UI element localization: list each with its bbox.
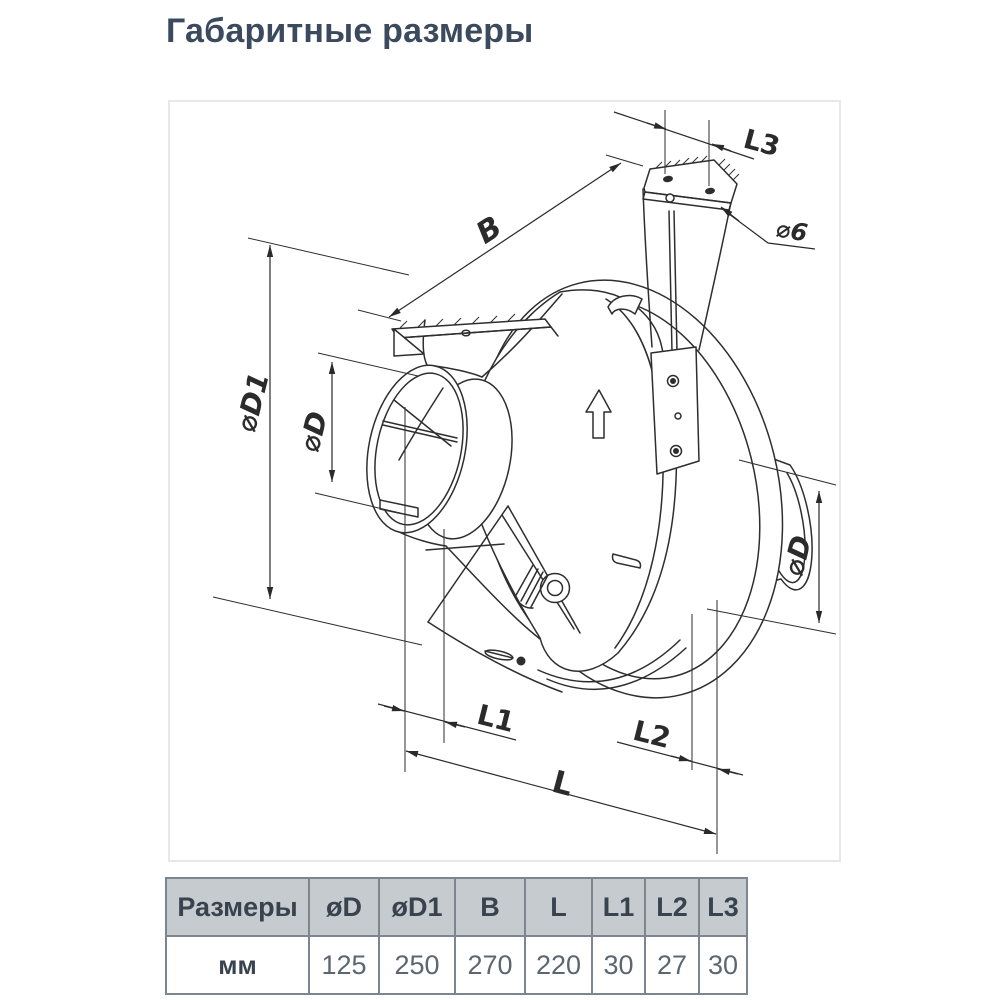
dimension-lines — [212, 110, 837, 854]
dim-label-l3: L3 — [740, 124, 783, 163]
fan-dimension-drawing: B L3 ⌀6 ⌀D1 ⌀D ⌀D L1 L2 L — [212, 110, 837, 854]
dim-label-d-left: ⌀D — [293, 408, 335, 455]
dimensions-table: Размеры øD øD1 B L L1 L2 L3 мм 125 250 2… — [165, 877, 748, 995]
airflow-arrow-icon — [585, 389, 612, 439]
drawing-frame: B L3 ⌀6 ⌀D1 ⌀D ⌀D L1 L2 L — [168, 100, 841, 862]
col-header-l3: L3 — [698, 877, 748, 937]
fan-outline — [366, 155, 813, 699]
dim-label-b: B — [470, 210, 508, 252]
col-header-d1: øD1 — [378, 877, 456, 937]
dim-label-l1: L1 — [474, 698, 518, 739]
dim-label-d1: ⌀D1 — [229, 369, 275, 435]
table-value-row: мм 125 250 270 220 30 27 30 — [165, 935, 748, 995]
value-l2: 27 — [644, 935, 700, 995]
col-header-d: øD — [308, 877, 380, 937]
value-d1: 250 — [378, 935, 456, 995]
value-l: 220 — [524, 935, 593, 995]
value-b: 270 — [454, 935, 526, 995]
col-header-l: L — [524, 877, 593, 937]
value-l1: 30 — [591, 935, 646, 995]
dim-label-l2: L2 — [630, 714, 674, 755]
top-plate-hatch — [655, 155, 740, 181]
dim-label-d6: ⌀6 — [774, 214, 810, 247]
col-header-b: B — [454, 877, 526, 937]
unit-cell: мм — [165, 935, 310, 995]
value-l3: 30 — [698, 935, 748, 995]
page-title: Габаритные размеры — [166, 12, 534, 50]
col-header-l1: L1 — [591, 877, 646, 937]
table-header-row: Размеры øD øD1 B L L1 L2 L3 — [165, 877, 748, 937]
col-header-sizes: Размеры — [165, 877, 310, 937]
dim-label-l: L — [548, 764, 576, 804]
dimension-labels: B L3 ⌀6 ⌀D1 ⌀D ⌀D L1 L2 L — [229, 124, 818, 804]
col-header-l2: L2 — [644, 877, 700, 937]
value-d: 125 — [308, 935, 380, 995]
